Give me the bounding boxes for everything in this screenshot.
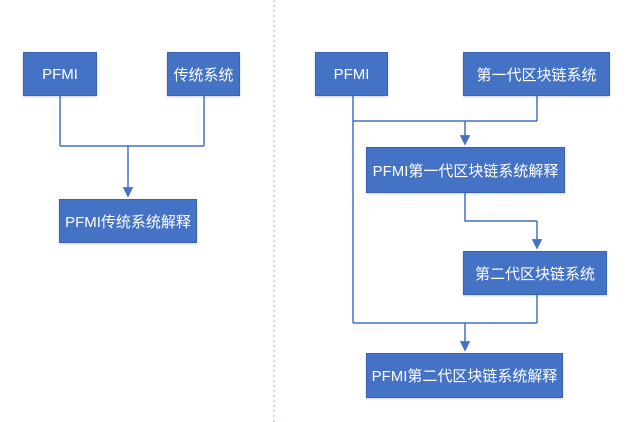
node-label: PFMI — [42, 65, 78, 83]
connector-gen1-explanation-to-gen2 — [464, 193, 537, 222]
node-pfmi-traditional-explanation: PFMI传统系统解释 — [59, 199, 197, 243]
node-second-gen-blockchain: 第二代区块链系统 — [463, 251, 607, 295]
node-label: 传统系统 — [173, 66, 234, 84]
node-label: 第二代区块链系统 — [474, 265, 595, 283]
node-pfmi-right: PFMI — [315, 52, 388, 96]
node-pfmi-first-gen-explanation: PFMI第一代区块链系统解释 — [366, 147, 565, 193]
node-pfmi-second-gen-explanation: PFMI第二代区块链系统解释 — [366, 353, 563, 398]
node-label: PFMI — [333, 65, 370, 83]
node-first-gen-blockchain: 第一代区块链系统 — [463, 52, 610, 96]
node-traditional-system: 传统系统 — [167, 52, 240, 96]
node-label: PFMI传统系统解释 — [65, 213, 191, 231]
node-pfmi-left: PFMI — [23, 52, 97, 96]
node-label: PFMI第二代区块链系统解释 — [371, 368, 558, 385]
node-label: PFMI第一代区块链系统解释 — [372, 162, 559, 180]
node-label: 第一代区块链系统 — [476, 66, 597, 84]
